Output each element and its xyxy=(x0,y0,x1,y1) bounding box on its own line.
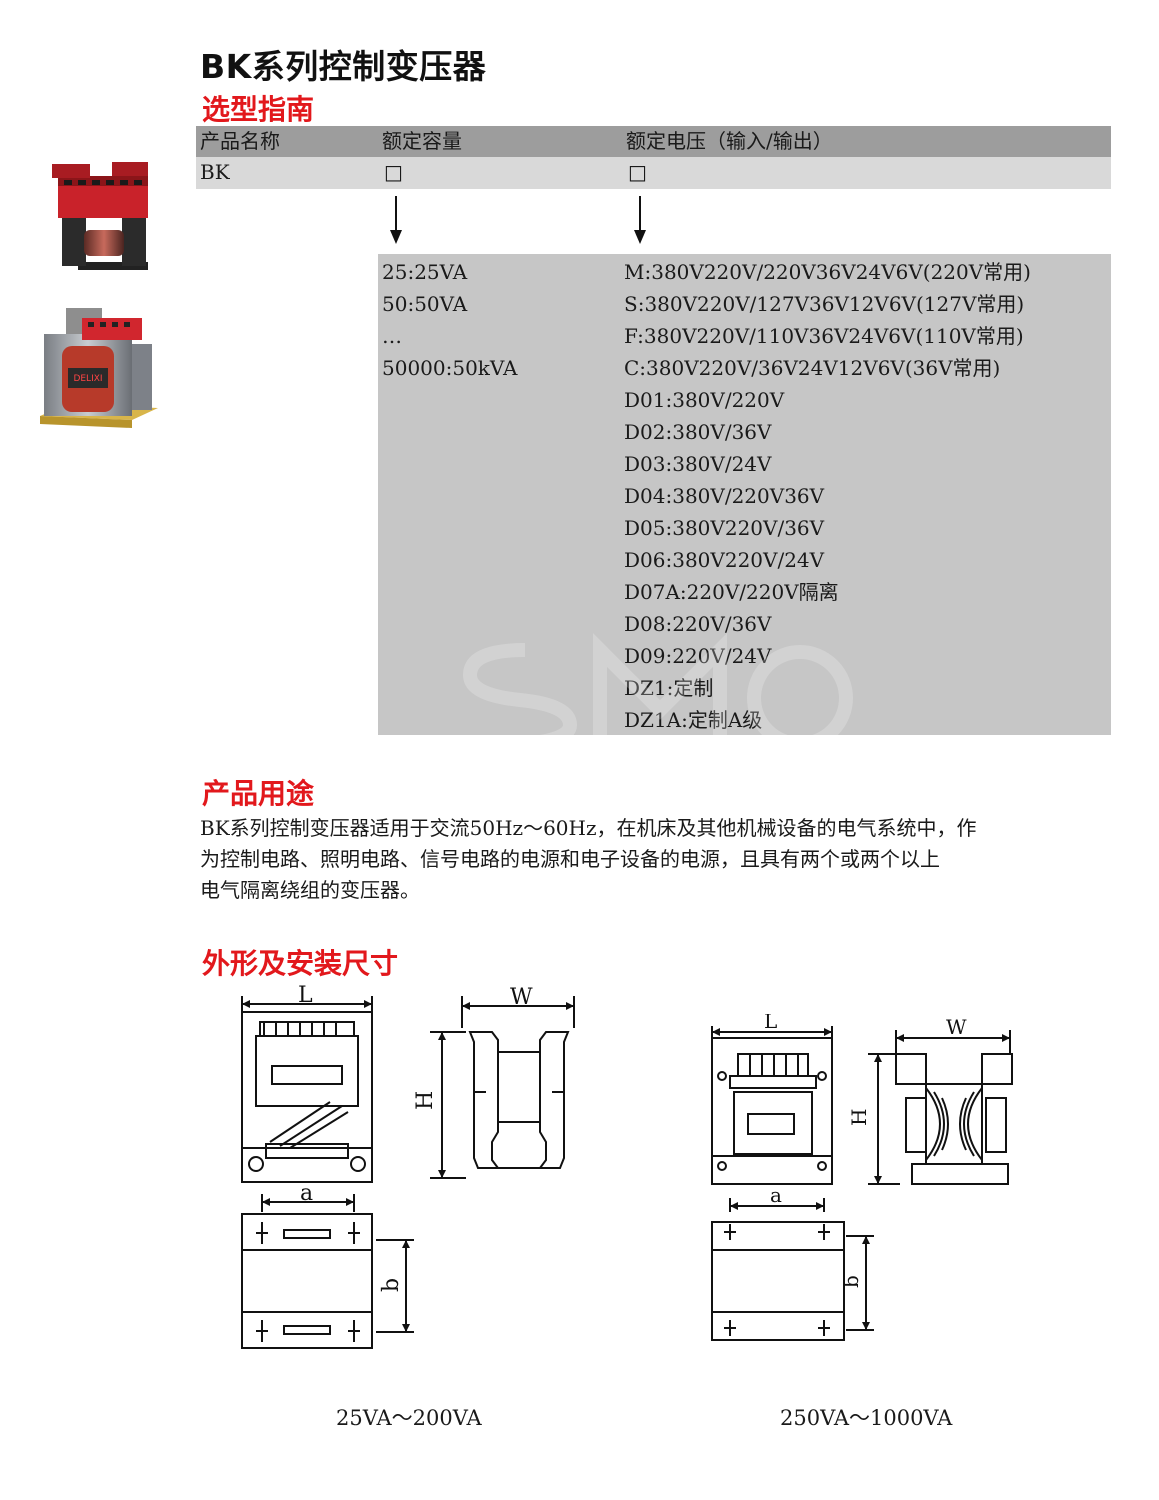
selection-table-header: 产品名称 额定容量 额定电压（输入/输出） xyxy=(196,126,1111,157)
capacity-option: 25:25VA xyxy=(382,260,468,284)
dimension-drawing-small: L W H a b xyxy=(241,983,575,1349)
selection-table-row: BK □ □ xyxy=(196,157,1111,189)
voltage-option: DZ1A:定制A级 xyxy=(624,708,763,732)
section-title-dimensions: 外形及安装尺寸 xyxy=(202,947,399,980)
dimension-label-H: H xyxy=(847,1109,871,1126)
usage-line: 电气隔离绕组的变压器。 xyxy=(200,878,420,902)
arrow-down-voltage xyxy=(634,196,646,246)
capacity-option: … xyxy=(382,324,402,348)
dimension-label-W: W xyxy=(946,1015,967,1039)
dimension-label-W: W xyxy=(510,985,533,1010)
voltage-option: D05:380V220V/36V xyxy=(624,516,825,540)
drawing-caption-large: 250VA～1000VA xyxy=(780,1406,953,1430)
capacity-option: 50000:50kVA xyxy=(382,356,518,380)
row-capacity-placeholder: □ xyxy=(384,160,403,184)
row-voltage-placeholder: □ xyxy=(628,160,647,184)
header-product-name: 产品名称 xyxy=(200,129,280,153)
voltage-option: D07A:220V/220V隔离 xyxy=(624,580,839,604)
voltage-option: D03:380V/24V xyxy=(624,452,772,476)
options-panel: 25:25VA 50:50VA … 50000:50kVA M:380V220V… xyxy=(378,254,1111,735)
section-title-usage: 产品用途 xyxy=(202,777,315,810)
voltage-option: S:380V220V/127V36V12V6V(127V常用) xyxy=(624,292,1025,316)
voltage-option: C:380V220V/36V24V12V6V(36V常用) xyxy=(624,356,1001,380)
dimension-drawing-large: L W H a b xyxy=(711,1014,1013,1341)
capacity-option: 50:50VA xyxy=(382,292,468,316)
drawing-caption-small: 25VA～200VA xyxy=(336,1406,482,1430)
section-title-selection: 选型指南 xyxy=(202,93,315,126)
header-rated-voltage: 额定电压（输入/输出） xyxy=(626,129,833,153)
watermark-logo xyxy=(462,633,853,750)
dimension-label-L: L xyxy=(764,1014,777,1033)
dimension-label-L: L xyxy=(298,983,313,1008)
usage-line: BK系列控制变压器适用于交流50Hz～60Hz，在机床及其他机械设备的电气系统中… xyxy=(200,816,977,840)
voltage-option: D02:380V/36V xyxy=(624,420,772,444)
product-brand-logo: DELIXI xyxy=(73,374,102,384)
voltage-option: D06:380V220V/24V xyxy=(624,548,825,572)
voltage-option: D08:220V/36V xyxy=(624,612,772,636)
page-title: BK系列控制变压器 xyxy=(200,47,487,86)
voltage-option: F:380V220V/110V36V24V6V(110V常用) xyxy=(624,324,1024,348)
header-rated-capacity: 额定容量 xyxy=(382,129,462,153)
voltage-option: D01:380V/220V xyxy=(624,388,785,412)
usage-description: BK系列控制变压器适用于交流50Hz～60Hz，在机床及其他机械设备的电气系统中… xyxy=(200,813,1110,906)
product-photo-transformer-2: DELIXI xyxy=(40,308,158,428)
voltage-option: D04:380V/220V36V xyxy=(624,484,825,508)
dimension-label-b: b xyxy=(379,1278,404,1292)
product-photo-transformer-1 xyxy=(52,162,148,270)
voltage-option: D09:220V/24V xyxy=(624,644,772,668)
dimension-label-H: H xyxy=(413,1091,438,1110)
row-product-code: BK xyxy=(200,160,230,184)
usage-line: 为控制电路、照明电路、信号电路的电源和电子设备的电源，且具有两个或两个以上 xyxy=(200,847,940,871)
voltage-option: M:380V220V/220V36V24V6V(220V常用) xyxy=(624,260,1031,284)
voltage-option: DZ1:定制 xyxy=(624,676,714,700)
dimension-label-a: a xyxy=(300,1181,313,1206)
dimension-label-a: a xyxy=(770,1183,782,1207)
dimension-label-b: b xyxy=(839,1275,863,1288)
arrow-down-capacity xyxy=(390,196,402,246)
